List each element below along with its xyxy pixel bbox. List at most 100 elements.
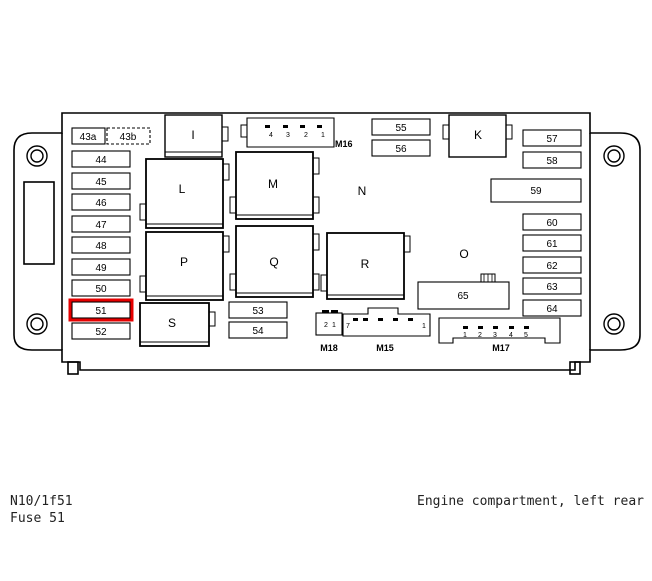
fuse-label: 61 — [546, 239, 558, 250]
fuse-label: 52 — [95, 327, 107, 338]
m16-pin: 4 — [269, 132, 273, 139]
connector-m17: 1 2 3 4 5 M17 — [438, 317, 561, 353]
component-code: N10/1f51 — [10, 494, 73, 509]
m16-pin: 2 — [304, 132, 308, 139]
fuse-label: 47 — [95, 220, 107, 231]
connector-label-m15: M15 — [376, 343, 394, 353]
relay-label: Q — [269, 255, 278, 269]
fuse-46 — [71, 193, 131, 211]
relay-label: M — [268, 177, 278, 191]
mount-hole-bottom-right — [603, 313, 625, 335]
fuse-56 — [371, 139, 431, 157]
relay-m — [235, 151, 314, 220]
fuse-64 — [522, 299, 582, 317]
fuse-caption: Fuse 51 — [10, 511, 65, 526]
fuse-label: 43a — [80, 132, 97, 143]
m18-pin: 1 — [332, 322, 336, 329]
fuse-label: 63 — [546, 282, 558, 293]
connector-label-m16: M16 — [335, 139, 353, 149]
fuse-label: 62 — [546, 261, 558, 272]
fuse-50 — [71, 279, 131, 297]
fuse-box-housing — [13, 112, 641, 375]
fuse-48 — [71, 236, 131, 254]
fuse-label: 46 — [95, 198, 107, 209]
m17-pin: 5 — [524, 332, 528, 339]
fuse-label: 49 — [95, 263, 107, 274]
fuse-label: 44 — [95, 155, 107, 166]
fuse-column-top: 55 56 — [371, 118, 431, 157]
fuse-column-right: 57 58 60 61 62 63 64 — [522, 129, 582, 317]
highlight-fuse-51 — [68, 298, 134, 322]
m17-pin: 4 — [509, 332, 513, 339]
fuse-label: 56 — [395, 144, 407, 155]
mounting-holes — [26, 145, 625, 335]
mount-hole-top-right — [603, 145, 625, 167]
mount-hole-bottom-left — [26, 313, 48, 335]
fuse-51 — [71, 301, 131, 319]
fuse-label: 64 — [546, 304, 558, 315]
zone-label-n: N — [358, 184, 367, 198]
fuse-65 — [417, 281, 510, 310]
fuse-label: 45 — [95, 177, 107, 188]
relay-label: S — [168, 316, 176, 330]
m17-pin: 1 — [463, 332, 467, 339]
relay-label: K — [474, 128, 482, 142]
fuse-label: 57 — [546, 134, 558, 145]
connector-m15: 7 1 M15 — [342, 307, 431, 353]
connector-m16: 4 3 2 1 M16 — [240, 117, 353, 149]
zone-label-o: O — [459, 247, 468, 261]
fuse-label: 54 — [252, 326, 264, 337]
relay-p — [145, 231, 224, 301]
relays: I K L M P Q R — [139, 114, 513, 347]
fuse-57 — [522, 129, 582, 147]
relay-l — [145, 158, 224, 229]
fuse-60 — [522, 213, 582, 231]
fuse-label: 53 — [252, 306, 264, 317]
fuse-label: 55 — [395, 123, 407, 134]
fuse-45 — [71, 172, 131, 190]
fuse-59 — [490, 178, 582, 203]
fuse-63 — [522, 277, 582, 295]
relay-q — [235, 225, 314, 298]
connector-label-m18: M18 — [320, 343, 338, 353]
relay-label: R — [361, 257, 370, 271]
fuse-54 — [228, 321, 288, 339]
fuse-column-mid: 53 54 — [228, 301, 288, 339]
zone-labels: N O — [358, 184, 469, 261]
fuse-label: 59 — [530, 186, 542, 197]
m16-pin: 3 — [286, 132, 290, 139]
fuse-58 — [522, 151, 582, 169]
fuse-49 — [71, 258, 131, 276]
fuse-wide-group: 59 65 — [417, 178, 582, 310]
location-caption: Engine compartment, left rear — [417, 494, 644, 509]
m17-pin: 2 — [478, 332, 482, 339]
relay-label: I — [191, 128, 194, 142]
fuse-53 — [228, 301, 288, 319]
fuse-61 — [522, 234, 582, 252]
fuse-label: 58 — [546, 156, 558, 167]
fuse-box-diagram: 43a 43b 44 45 46 47 48 49 50 51 52 53 54… — [13, 112, 641, 375]
fuse-label: 50 — [95, 284, 107, 295]
m15-pin: 1 — [422, 323, 426, 330]
fuse-44 — [71, 150, 131, 168]
fuse-label: 65 — [457, 291, 469, 302]
fuse-62 — [522, 256, 582, 274]
fuse-column-left: 43a 43b 44 45 46 47 48 49 50 51 52 — [71, 127, 151, 340]
connector-m18: 2 1 M18 — [315, 310, 343, 353]
fuse-label: 48 — [95, 241, 107, 252]
fuse-47 — [71, 215, 131, 233]
m18-pin: 2 — [324, 322, 328, 329]
m15-pin: 7 — [346, 323, 350, 330]
relay-label: L — [179, 182, 186, 196]
m16-pin: 1 — [321, 132, 325, 139]
connector-label-m17: M17 — [492, 343, 510, 353]
fuse-label: 51 — [95, 306, 107, 317]
fuse-52 — [71, 322, 131, 340]
fuse-55 — [371, 118, 431, 136]
fuse-label: 43b — [120, 132, 137, 143]
fuse-label: 60 — [546, 218, 558, 229]
m17-pin: 3 — [493, 332, 497, 339]
mount-hole-top-left — [26, 145, 48, 167]
relay-label: P — [180, 255, 188, 269]
relay-r — [326, 232, 405, 300]
